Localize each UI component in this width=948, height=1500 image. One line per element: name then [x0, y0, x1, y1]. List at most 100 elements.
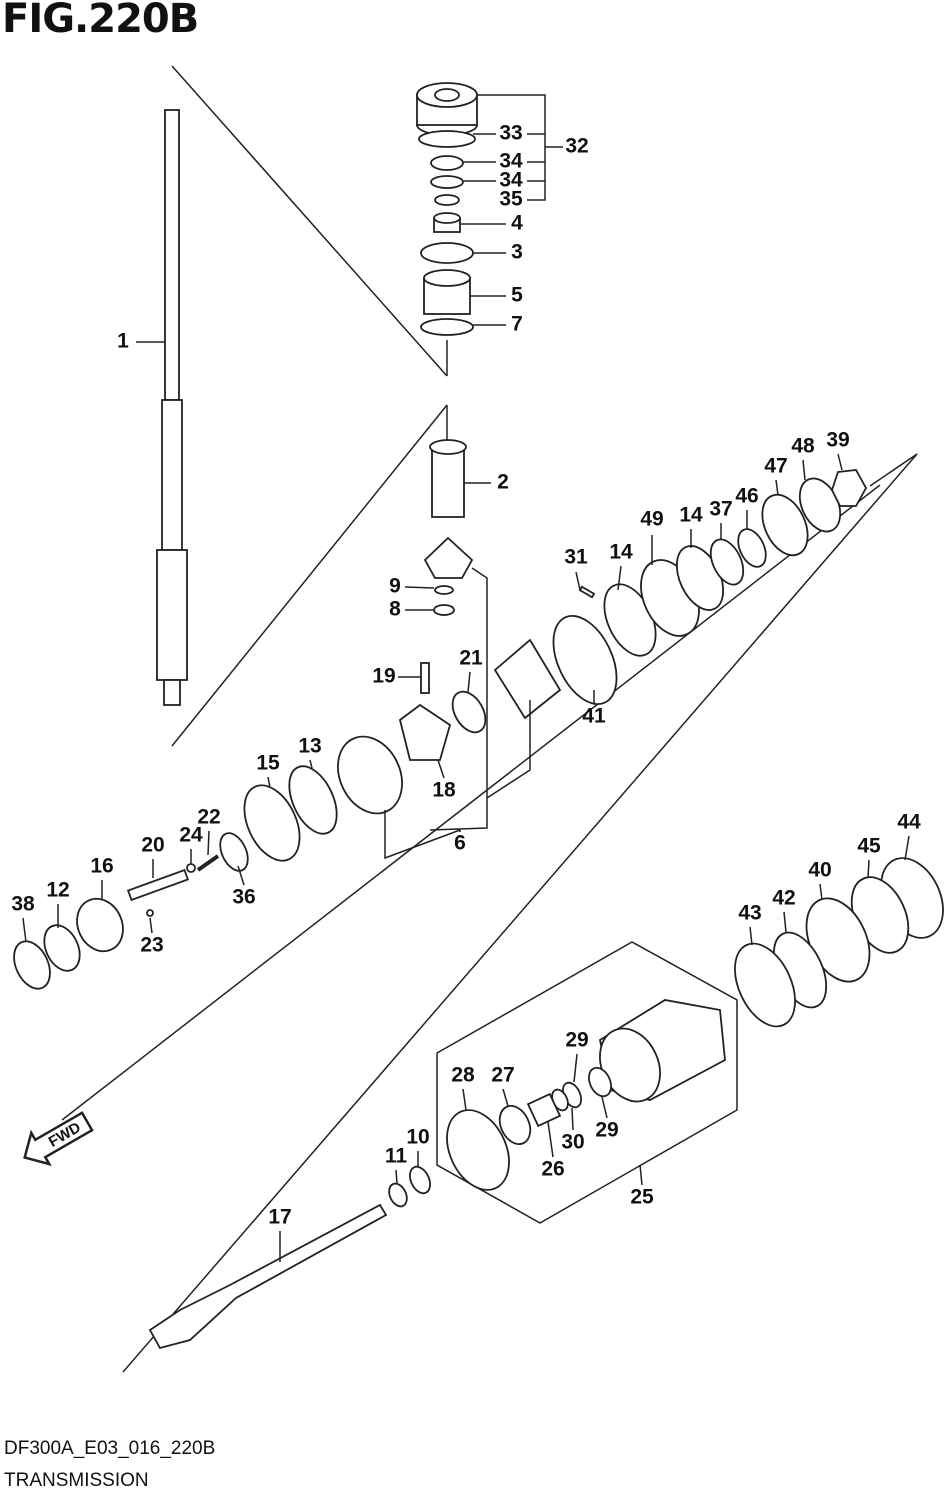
callout-18: 18	[432, 779, 456, 802]
part-31-key[interactable]	[578, 585, 596, 599]
part-17-propeller-shaft[interactable]	[148, 1203, 388, 1350]
part-37-washer[interactable]	[704, 534, 750, 589]
part-11-circlip[interactable]	[386, 1181, 411, 1210]
diagram-name: TRANSMISSION	[4, 1470, 149, 1491]
callout-9: 9	[389, 575, 401, 598]
part-34-seal[interactable]	[430, 155, 464, 171]
callout-17: 17	[268, 1206, 291, 1229]
callout-23: 23	[140, 934, 163, 957]
callout-38: 38	[11, 893, 35, 916]
part-9-washer[interactable]	[434, 585, 454, 595]
callout-14: 14	[609, 541, 633, 564]
part-2-sleeve[interactable]	[429, 439, 467, 518]
callout-19: 19	[372, 665, 395, 688]
part-26-needle-bearing[interactable]	[526, 1092, 562, 1128]
callout-14: 14	[679, 504, 703, 527]
part-22-spring[interactable]	[196, 854, 220, 872]
callout-33: 33	[499, 122, 522, 145]
callout-28: 28	[451, 1064, 475, 1087]
callout-7: 7	[511, 313, 523, 336]
callout-41: 41	[582, 705, 606, 728]
callout-11: 11	[385, 1145, 408, 1168]
part-3-washer[interactable]	[420, 242, 474, 264]
part-24-ball[interactable]	[186, 863, 196, 873]
callout-5: 5	[511, 284, 523, 307]
callout-39: 39	[826, 429, 849, 452]
callout-20: 20	[141, 834, 164, 857]
part-16-bearing[interactable]	[69, 891, 132, 959]
part-43-ring[interactable]	[723, 934, 807, 1036]
part-1-drive-shaft[interactable]	[156, 109, 188, 706]
part-39-nut[interactable]	[831, 469, 868, 507]
callout-30: 30	[561, 1131, 584, 1154]
callout-21: 21	[459, 647, 483, 670]
part-36-washer[interactable]	[215, 829, 254, 875]
callout-43: 43	[738, 902, 761, 925]
callout-29: 29	[595, 1119, 618, 1142]
guide-lines	[61, 65, 918, 1373]
diagram-code: DF300A_E03_016_220B	[4, 1438, 216, 1459]
part-forward-gear[interactable]	[493, 638, 562, 720]
part-29-washer[interactable]	[585, 1064, 616, 1100]
part-reverse-gear[interactable]	[326, 726, 414, 824]
part-19-pin[interactable]	[420, 662, 430, 694]
part-35-circlip[interactable]	[434, 194, 460, 206]
callout-40: 40	[808, 859, 831, 882]
figure-title: FIG.220B	[2, 0, 199, 42]
callout-48: 48	[791, 435, 815, 458]
part-18-clutch[interactable]	[398, 703, 452, 761]
part-20-shift-rod[interactable]	[126, 868, 190, 902]
part-5-bushing[interactable]	[423, 269, 471, 315]
callout-49: 49	[640, 508, 663, 531]
part-7-ring[interactable]	[420, 318, 474, 336]
callout-8: 8	[389, 598, 401, 621]
part-32-housing-assembly[interactable]	[416, 82, 478, 136]
part-pinion-gear[interactable]	[423, 536, 474, 579]
callout-10: 10	[406, 1126, 429, 1149]
part-28-o-ring[interactable]	[435, 1100, 521, 1200]
callout-47: 47	[764, 455, 787, 478]
callout-15: 15	[256, 752, 280, 775]
callout-42: 42	[772, 887, 795, 910]
callout-1: 1	[117, 330, 129, 353]
callout-27: 27	[491, 1064, 514, 1087]
part-23-ball[interactable]	[146, 909, 154, 917]
part-46-ring[interactable]	[733, 525, 772, 571]
part-10-washer[interactable]	[406, 1164, 434, 1197]
callout-4: 4	[511, 212, 523, 235]
callout-25: 25	[630, 1186, 654, 1209]
callout-34: 34	[499, 169, 523, 192]
part-34-seal-2[interactable]	[430, 175, 464, 189]
callout-24: 24	[179, 824, 203, 847]
callout-2: 2	[497, 471, 509, 494]
callout-45: 45	[857, 835, 881, 858]
leader-lines	[22, 94, 910, 1262]
callout-12: 12	[46, 879, 69, 902]
part-33-o-ring[interactable]	[418, 130, 476, 148]
group-25-outline	[436, 941, 738, 1224]
callout-35: 35	[499, 188, 523, 211]
part-15-washer[interactable]	[233, 777, 310, 870]
part-8-nut[interactable]	[433, 604, 455, 616]
callout-37: 37	[709, 498, 732, 521]
callout-34: 34	[499, 150, 523, 173]
part-27-seal[interactable]	[494, 1101, 536, 1149]
part-38-circlip[interactable]	[7, 936, 57, 995]
callout-26: 26	[541, 1158, 564, 1181]
callout-13: 13	[298, 735, 321, 758]
part-4-nut[interactable]	[433, 212, 461, 233]
callout-31: 31	[564, 546, 588, 569]
callout-3: 3	[511, 241, 523, 264]
callout-44: 44	[897, 811, 921, 834]
part-21-ring[interactable]	[446, 686, 492, 738]
part-12-ring[interactable]	[37, 919, 86, 976]
callout-46: 46	[735, 485, 758, 508]
fwd-arrow-icon: FWD	[23, 1111, 94, 1167]
part-41-shim[interactable]	[541, 606, 630, 714]
callouts: 1 33 32 34 34 35 4 3 5 7 2 9 8 31 14 49 …	[11, 122, 921, 1229]
part-47-ring[interactable]	[753, 488, 816, 563]
part-13-shim[interactable]	[280, 759, 347, 841]
callout-16: 16	[90, 855, 113, 878]
callout-32: 32	[565, 135, 588, 158]
